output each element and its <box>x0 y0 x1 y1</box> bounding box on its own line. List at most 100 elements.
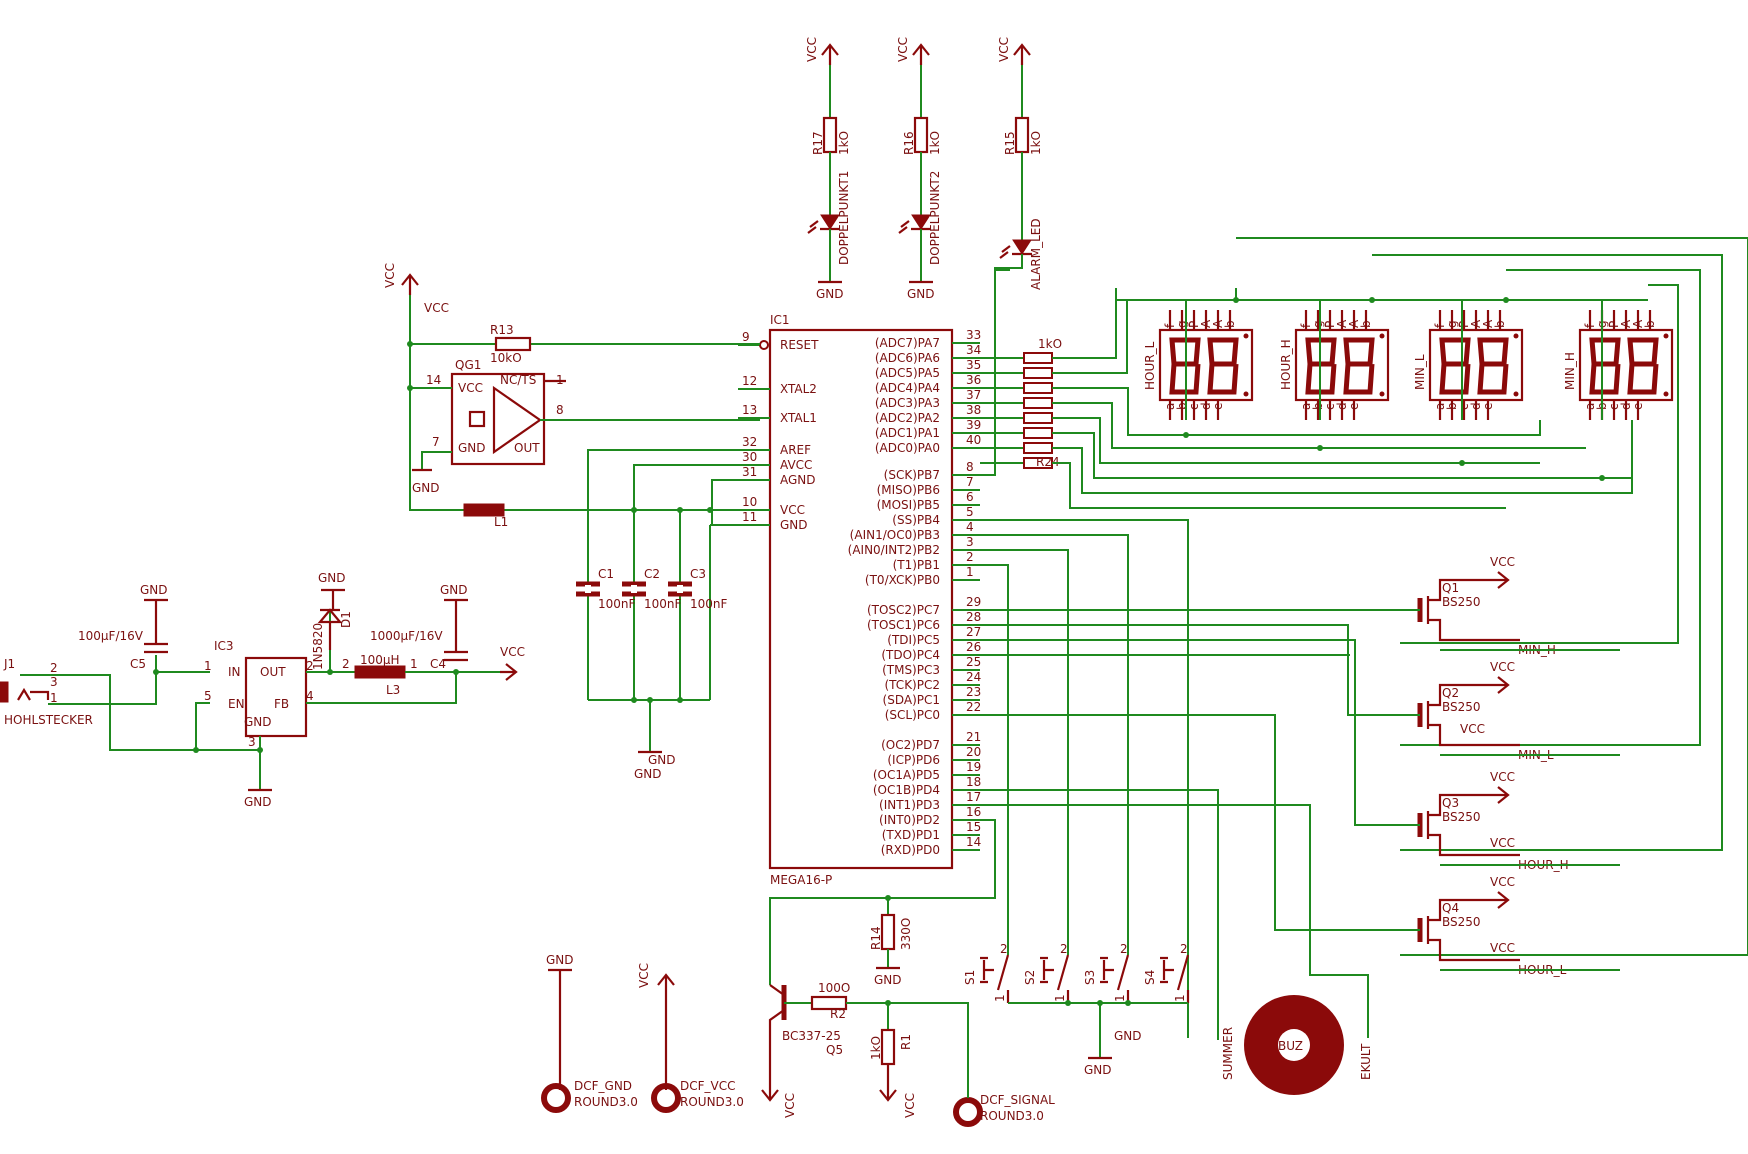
display-bottom-pin: c <box>1457 403 1471 410</box>
j1-pin2: 2 <box>50 661 58 675</box>
ic1-right-pin-num: 28 <box>966 610 981 624</box>
vcc-arrow-icon <box>1490 786 1510 804</box>
ic1-right-pin-num: 37 <box>966 388 981 402</box>
display-bottom-pin: d <box>1619 402 1633 410</box>
led-icon <box>911 214 931 230</box>
pad-dcf-gnd: DCF_GND <box>574 1079 632 1093</box>
display-top-pin: P <box>1187 321 1201 328</box>
seven-segment-displays: HOUR_LfgPAAbabcdeHOUR_HfgPAAbabcdeMIN_Lf… <box>1143 310 1674 420</box>
transistor-vcc-top: VCC <box>1490 555 1515 569</box>
qg1-out: OUT <box>514 441 540 455</box>
r1-resistor <box>880 1028 896 1066</box>
ic3-gnd: GND <box>244 715 272 729</box>
display-top-pin: A <box>1211 319 1225 328</box>
vcc-arrow-icon <box>1490 676 1510 694</box>
ic1-right-pin-num: 2 <box>966 550 974 564</box>
j1-jack <box>0 681 9 703</box>
switch-name: S2 <box>1023 970 1037 985</box>
display-top-pin: f <box>1583 323 1597 328</box>
reset-oscillator-block: VCC VCC R13 10kO QG1 VCC NC/TS GND OUT 1… <box>383 263 760 781</box>
l3-value: 100µH <box>360 653 400 667</box>
display-bottom-pin: c <box>1607 403 1621 410</box>
switch-gnd-label: GND <box>1084 1063 1112 1077</box>
l1-inductor <box>463 503 505 517</box>
ic3-pin2: 2 <box>306 659 314 673</box>
display-bottom-pin: c <box>1323 403 1337 410</box>
ic3-pin5: 5 <box>204 689 212 703</box>
ic1-left-pin-label: XTAL1 <box>780 411 817 425</box>
cap-gnd-label: GND <box>648 753 676 767</box>
ic1-right-pin-label: (MISO)PB6 <box>877 483 940 497</box>
qg1-gnd-label: GND <box>412 481 440 495</box>
vcc-arrow-icon <box>1490 571 1510 589</box>
ic3-pin4: 4 <box>306 689 314 703</box>
qg1-name: QG1 <box>455 358 481 372</box>
rarray-resistor <box>1023 352 1053 364</box>
pushbutton-icon <box>982 954 1010 1003</box>
display-top-pin: P <box>1607 321 1621 328</box>
q5-name: Q5 <box>826 1043 843 1057</box>
qg1-pin1: 1 <box>556 373 564 387</box>
ic1-right-pin-label: (TMS)PC3 <box>882 663 940 677</box>
rarray-resistor <box>1023 412 1053 424</box>
r13-value: 10kO <box>490 351 522 365</box>
dcf-gnd-top: GND <box>546 953 574 967</box>
ic1-right-pin-label: (ADC5)PA5 <box>875 366 940 380</box>
ic1-right-pin-num: 26 <box>966 640 981 654</box>
c5-name: C5 <box>130 657 146 671</box>
pad-dcf-signal-val: ROUND3.0 <box>980 1109 1044 1123</box>
l3-inductor <box>354 665 406 679</box>
ic1-right-pin-label: (RXD)PD0 <box>881 843 940 857</box>
switch-pin-1: 1 <box>1173 994 1187 1002</box>
switch-pin-1: 1 <box>1053 994 1067 1002</box>
ic1-right-pin-label: (ADC0)PA0 <box>875 441 940 455</box>
pushbutton-icon <box>1102 954 1130 1003</box>
r1-name: R1 <box>899 1034 913 1050</box>
display-top-pin: f <box>1299 323 1313 328</box>
q5-vcc: VCC <box>783 1093 797 1118</box>
ic1-right-pin-label: (TOSC2)PC7 <box>867 603 940 617</box>
display-bottom-pin: b <box>1311 402 1325 410</box>
ic1-right-pin-num: 38 <box>966 403 981 417</box>
ic1-right-pin-num: 15 <box>966 820 981 834</box>
transistor-vcc-top: VCC <box>1490 875 1515 889</box>
transistor-name: Q1 <box>1442 581 1459 595</box>
switch-ground: GND GND <box>1008 1000 1188 1077</box>
display-top-pin: A <box>1199 319 1213 328</box>
ic1-right-pin-num: 29 <box>966 595 981 609</box>
ic1-left-pin-num: 32 <box>742 435 757 449</box>
rarray-resistor <box>1023 442 1053 454</box>
display-name: MIN_H <box>1563 352 1577 390</box>
resistor-array-name: R24 <box>1036 455 1060 469</box>
ic1-right-pin-num: 24 <box>966 670 981 684</box>
display-top-pin: g <box>1175 320 1189 328</box>
rarray-resistor <box>1023 427 1053 439</box>
resistor-array-value: 1kO <box>1038 337 1062 351</box>
top-led-res-name: R15 <box>1003 131 1017 155</box>
cap-value: 100nF <box>598 597 636 611</box>
r14-name: R14 <box>869 926 883 950</box>
ic1-right-pin-label: (INT0)PD2 <box>879 813 940 827</box>
display-bottom-pin: d <box>1199 402 1213 410</box>
display-top-pin: A <box>1481 319 1495 328</box>
ic1-right-pin-label: (ADC2)PA2 <box>875 411 940 425</box>
r14-resistor <box>880 913 896 951</box>
transistor-name: Q3 <box>1442 796 1459 810</box>
ic1-right-pin-num: 39 <box>966 418 981 432</box>
d1-value: 1N5820 <box>311 623 325 670</box>
transistor-name: Q2 <box>1442 686 1459 700</box>
ic1-right-pin-num: 1 <box>966 565 974 579</box>
j1-pin3: 3 <box>50 675 58 689</box>
top-led-gnd: GND <box>816 287 844 301</box>
display-top-pin: b <box>1359 320 1373 328</box>
ic1-right-pin-label: (INT1)PD3 <box>879 798 940 812</box>
